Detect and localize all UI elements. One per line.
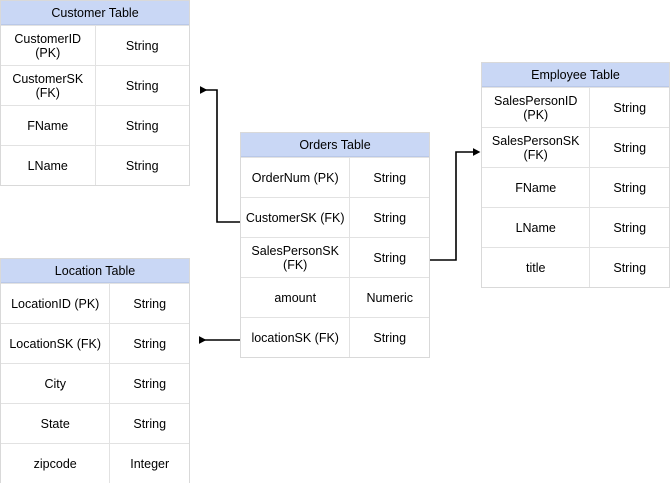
table-row[interactable]: zipcode Integer	[1, 443, 189, 483]
table-row[interactable]: LocationID (PK) String	[1, 283, 189, 323]
table-row[interactable]: FName String	[482, 167, 669, 207]
table-row[interactable]: CustomerSK (FK) String	[241, 197, 429, 237]
table-row[interactable]: City String	[1, 363, 189, 403]
field-type: String	[133, 376, 167, 391]
field-type: Integer	[130, 456, 170, 471]
field-name: State	[1, 404, 111, 443]
employee-table[interactable]: Employee Table SalesPersonID (PK) String…	[481, 62, 670, 288]
field-type: String	[373, 330, 407, 345]
field-name: SalesPersonSK (FK)	[241, 238, 351, 277]
field-type: String	[125, 158, 159, 173]
table-row[interactable]: title String	[482, 247, 669, 287]
customer-table[interactable]: Customer Table CustomerID (PK) String Cu…	[0, 0, 190, 186]
table-row[interactable]: CustomerSK (FK) String	[1, 65, 189, 105]
field-name: LName	[1, 146, 96, 185]
field-name: LocationID (PK)	[1, 284, 111, 323]
table-row[interactable]: LName String	[1, 145, 189, 185]
field-type: String	[373, 170, 407, 185]
field-name: LocationSK (FK)	[1, 324, 111, 363]
field-type: String	[133, 296, 167, 311]
connector-orders-employee	[430, 148, 481, 261]
field-name: SalesPersonSK (FK)	[482, 128, 591, 167]
customer-table-title: Customer Table	[1, 1, 189, 25]
table-row[interactable]: locationSK (FK) String	[241, 317, 429, 357]
field-type: String	[613, 140, 647, 155]
table-row[interactable]: SalesPersonID (PK) String	[482, 87, 669, 127]
connector-orders-customer	[200, 86, 240, 223]
field-type: String	[125, 118, 159, 133]
field-type: String	[613, 220, 647, 235]
table-row[interactable]: LName String	[482, 207, 669, 247]
field-name: OrderNum (PK)	[241, 158, 351, 197]
field-type: String	[133, 416, 167, 431]
field-type: String	[133, 336, 167, 351]
field-name: CustomerSK (FK)	[241, 198, 351, 237]
field-name: FName	[482, 168, 591, 207]
field-name: zipcode	[1, 444, 111, 483]
field-name: amount	[241, 278, 351, 317]
employee-table-title: Employee Table	[482, 63, 669, 87]
field-name: LName	[482, 208, 591, 247]
table-row[interactable]: State String	[1, 403, 189, 443]
field-name: locationSK (FK)	[241, 318, 351, 357]
field-type: String	[125, 78, 159, 93]
orders-table[interactable]: Orders Table OrderNum (PK) String Custom…	[240, 132, 430, 358]
table-row[interactable]: OrderNum (PK) String	[241, 157, 429, 197]
field-name: CustomerSK (FK)	[1, 66, 96, 105]
location-table-title: Location Table	[1, 259, 189, 283]
field-type: Numeric	[366, 290, 413, 305]
table-row[interactable]: SalesPersonSK (FK) String	[241, 237, 429, 277]
table-row[interactable]: SalesPersonSK (FK) String	[482, 127, 669, 167]
field-type: String	[613, 180, 647, 195]
field-name: City	[1, 364, 111, 403]
table-row[interactable]: CustomerID (PK) String	[1, 25, 189, 65]
field-name: CustomerID (PK)	[1, 26, 96, 65]
table-row[interactable]: amount Numeric	[241, 277, 429, 317]
table-row[interactable]: FName String	[1, 105, 189, 145]
table-row[interactable]: LocationSK (FK) String	[1, 323, 189, 363]
field-type: String	[613, 100, 647, 115]
field-name: FName	[1, 106, 96, 145]
field-type: String	[373, 250, 407, 265]
field-type: String	[373, 210, 407, 225]
field-type: String	[125, 38, 159, 53]
field-name: SalesPersonID (PK)	[482, 88, 591, 127]
location-table[interactable]: Location Table LocationID (PK) String Lo…	[0, 258, 190, 483]
field-name: title	[482, 248, 591, 287]
orders-table-title: Orders Table	[241, 133, 429, 157]
field-type: String	[613, 260, 647, 275]
